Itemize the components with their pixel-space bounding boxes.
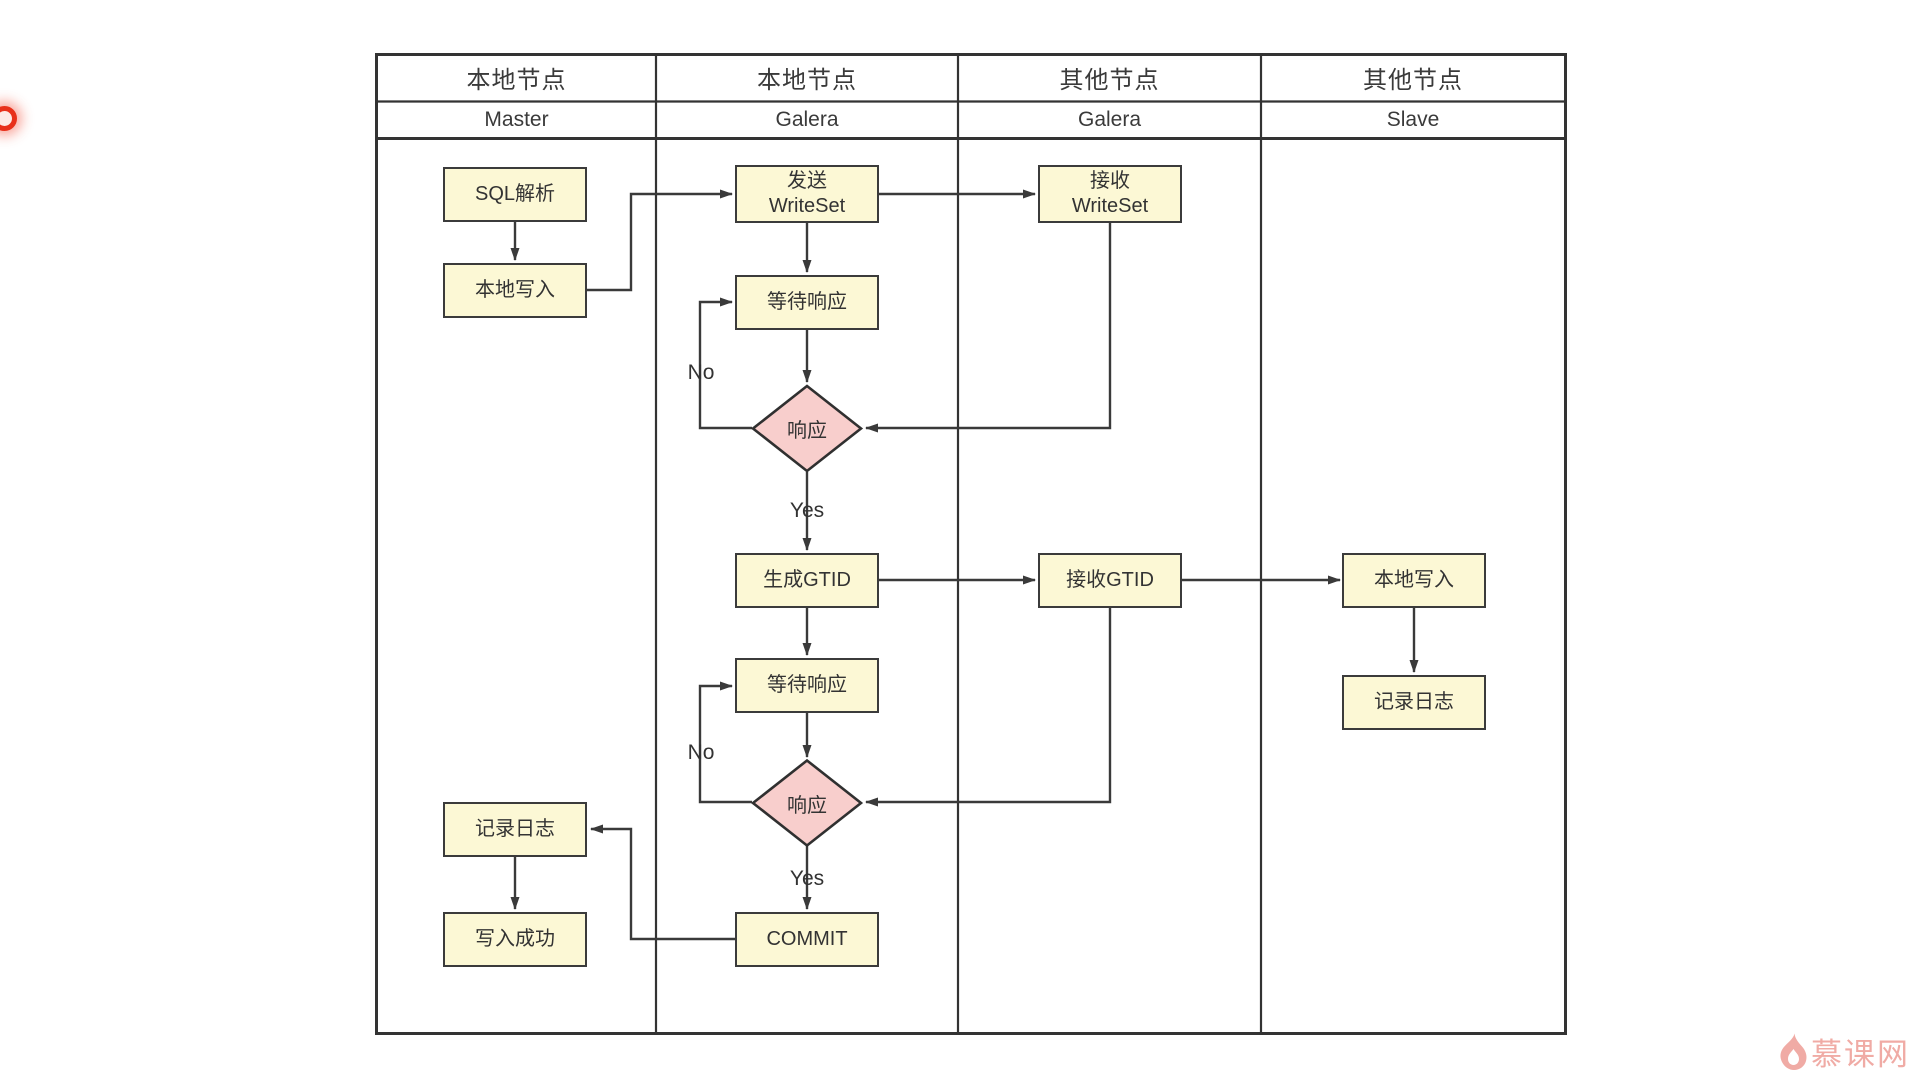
- decision-shapes: [750, 384, 864, 848]
- flow-edges: [510, 189, 1419, 941]
- decision-response-2-shape: [750, 758, 864, 848]
- node-local-write-master: 本地写入: [443, 263, 587, 318]
- edge-label-yes-2: Yes: [789, 867, 825, 890]
- decision-response-2-label: 响应: [787, 794, 827, 817]
- edge-label-no-1: No: [687, 361, 715, 384]
- site-watermark: 慕课网: [1778, 1029, 1910, 1074]
- node-local-write-slave-label: 本地写入: [1374, 569, 1454, 591]
- decision-response-1-shape: [750, 384, 864, 473]
- node-gen-gtid: 生成GTID: [735, 553, 879, 608]
- node-recv-gtid-label: 接收GTID: [1066, 569, 1154, 591]
- node-local-write-slave: 本地写入: [1342, 553, 1486, 608]
- node-recv-gtid: 接收GTID: [1038, 553, 1182, 608]
- node-commit-label: COMMIT: [766, 928, 848, 950]
- node-write-success-label: 写入成功: [475, 928, 555, 950]
- node-recv-writeset-line2: WriteSet: [1071, 195, 1149, 217]
- edge-label-yes-1: Yes: [789, 499, 825, 522]
- node-sql-parse: SQL解析: [443, 167, 587, 222]
- node-recv-writeset: 接收 WriteSet: [1038, 165, 1182, 223]
- node-wait-response-1-label: 等待响应: [767, 291, 847, 313]
- node-local-write-master-label: 本地写入: [475, 279, 555, 301]
- lane-1-role-header: Master: [484, 107, 549, 131]
- node-wait-response-2: 等待响应: [735, 658, 879, 713]
- node-send-writeset-line1: 发送: [787, 170, 827, 192]
- decision-response-1-label: 响应: [787, 419, 827, 442]
- lane-4-role-header: Slave: [1386, 107, 1440, 131]
- lane-2-role-header: Galera: [775, 107, 839, 131]
- lane-3-group-header: 其他节点: [1059, 66, 1160, 94]
- node-send-writeset: 发送 WriteSet: [735, 165, 879, 223]
- lane-2-group-header: 本地节点: [757, 66, 857, 94]
- node-log-slave: 记录日志: [1342, 675, 1486, 730]
- recording-indicator: [0, 106, 17, 131]
- node-gen-gtid-label: 生成GTID: [763, 569, 851, 591]
- lane-1-group-header: 本地节点: [466, 66, 567, 94]
- node-commit: COMMIT: [735, 912, 879, 967]
- node-wait-response-1: 等待响应: [735, 275, 879, 330]
- lane-4-group-header: 其他节点: [1363, 66, 1463, 94]
- flame-icon: [1780, 1033, 1807, 1070]
- node-send-writeset-line2: WriteSet: [768, 195, 846, 217]
- node-sql-parse-label: SQL解析: [474, 183, 556, 205]
- watermark-text: 慕课网: [1811, 1037, 1910, 1072]
- node-log-slave-label: 记录日志: [1374, 691, 1454, 713]
- node-log-master: 记录日志: [443, 802, 587, 857]
- node-write-success: 写入成功: [443, 912, 587, 967]
- node-log-master-label: 记录日志: [475, 818, 555, 840]
- lane-3-role-header: Galera: [1077, 107, 1142, 131]
- node-wait-response-2-label: 等待响应: [767, 674, 847, 696]
- swimlane-frame: [375, 53, 1567, 1035]
- edge-label-no-2: No: [687, 741, 715, 764]
- node-recv-writeset-line1: 接收: [1090, 170, 1130, 192]
